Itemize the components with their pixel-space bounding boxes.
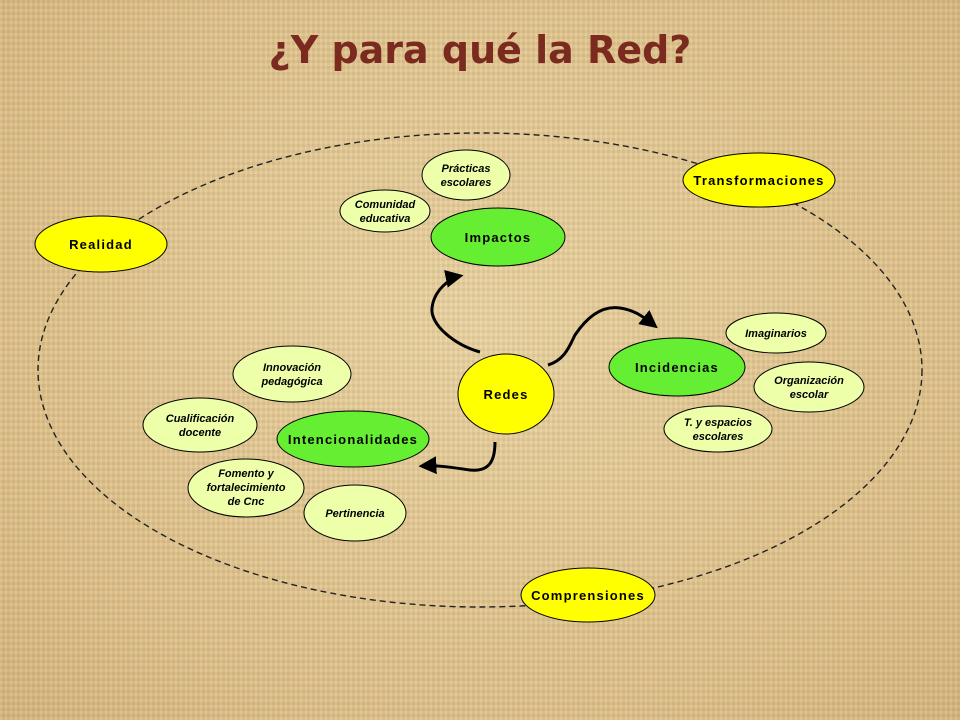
arrow-redes-to-intencionalidades	[418, 441, 497, 475]
node-innovacion-line2: pedagógica	[260, 376, 322, 388]
node-intencionalidades-label: Intencionalidades	[288, 432, 418, 447]
node-imaginarios: Imaginarios	[725, 312, 827, 354]
node-impactos: Impactos	[430, 207, 566, 267]
node-comprensiones-label: Comprensiones	[531, 588, 645, 603]
node-fomento-line2: fortalecimiento	[207, 482, 286, 494]
node-comunidad-educativa: Comunidad educativa	[339, 189, 431, 233]
node-incidencias-label: Incidencias	[635, 360, 719, 375]
node-realidad-label: Realidad	[69, 237, 133, 252]
node-pertinencia-label: Pertinencia	[325, 508, 384, 520]
node-pertinencia: Pertinencia	[303, 484, 407, 542]
node-comprensiones: Comprensiones	[520, 567, 656, 623]
arrow-redes-to-impactos	[430, 270, 481, 354]
node-realidad: Realidad	[34, 215, 168, 273]
node-cualificacion-line1: Cualificación	[166, 413, 235, 425]
node-incidencias: Incidencias	[608, 337, 746, 397]
node-espacios-line2: escolares	[693, 431, 744, 443]
node-fomento-line1: Fomento y	[218, 468, 274, 480]
node-innovacion-line1: Innovación	[263, 362, 321, 374]
node-innovacion-pedagogica: Innovación pedagógica	[232, 345, 352, 403]
node-cualificacion-line2: docente	[179, 427, 221, 439]
node-redes: Redes	[457, 353, 555, 435]
node-organizacion-escolar: Organización escolar	[753, 361, 865, 413]
outer-boundary-ellipse	[37, 132, 923, 608]
node-organizacion-line1: Organización	[774, 375, 844, 387]
node-redes-label: Redes	[483, 387, 528, 402]
node-comunidad-line2: educativa	[360, 213, 411, 225]
node-transformaciones: Transformaciones	[682, 152, 836, 208]
node-comunidad-line1: Comunidad	[355, 199, 416, 211]
node-impactos-label: Impactos	[465, 230, 532, 245]
arrow-redes-to-incidencias	[547, 306, 658, 367]
node-fomento-line3: de Cnc	[228, 496, 265, 508]
node-practicas-line2: escolares	[441, 177, 492, 189]
node-practicas-escolares: Prácticas escolares	[421, 149, 511, 201]
node-organizacion-line2: escolar	[790, 389, 829, 401]
page-title: ¿Y para qué la Red?	[268, 28, 692, 72]
node-intencionalidades: Intencionalidades	[276, 410, 430, 468]
node-transformaciones-label: Transformaciones	[693, 173, 824, 188]
node-cualificacion-docente: Cualificación docente	[142, 397, 258, 453]
node-imaginarios-label: Imaginarios	[745, 328, 807, 340]
node-espacios-line1: T. y espacios	[684, 417, 752, 429]
node-espacios-escolares: T. y espacios escolares	[663, 405, 773, 453]
node-fomento-fortalecimiento: Fomento y fortalecimiento de Cnc	[187, 458, 305, 518]
node-practicas-line1: Prácticas	[442, 163, 491, 175]
